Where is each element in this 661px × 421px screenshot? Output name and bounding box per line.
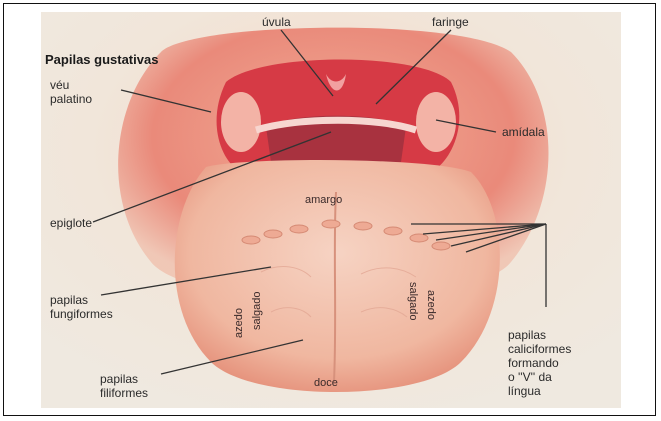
- label-veu-2: palatino: [50, 92, 92, 106]
- label-azedo-left: azedo: [232, 308, 246, 338]
- label-filiformes-1: papilas: [100, 372, 138, 386]
- label-epiglote: epiglote: [50, 216, 92, 230]
- left-tonsil: [221, 92, 261, 152]
- label-azedo-right: azedo: [424, 290, 438, 320]
- label-salgado-right: salgado: [406, 282, 420, 321]
- label-fungiformes-1: papilas: [50, 293, 88, 307]
- label-caliciformes-5: língua: [508, 384, 541, 398]
- label-caliciformes-1: papilas: [508, 328, 546, 342]
- label-fungiformes-2: fungiformes: [50, 307, 113, 321]
- label-caliciformes-2: caliciformes: [508, 342, 571, 356]
- label-faringe: faringe: [432, 15, 469, 29]
- label-caliciformes-4: o ''V'' da: [508, 370, 552, 384]
- label-amidala: amídala: [502, 125, 545, 139]
- right-tonsil: [416, 92, 456, 152]
- label-uvula: úvula: [262, 15, 291, 29]
- label-caliciformes-3: formando: [508, 356, 559, 370]
- label-filiformes-2: filiformes: [100, 386, 148, 400]
- label-veu-1: véu: [50, 78, 69, 92]
- diagram-title: Papilas gustativas: [45, 53, 158, 67]
- label-salgado-left: salgado: [250, 291, 264, 330]
- label-doce: doce: [314, 376, 338, 390]
- label-amargo: amargo: [305, 193, 342, 207]
